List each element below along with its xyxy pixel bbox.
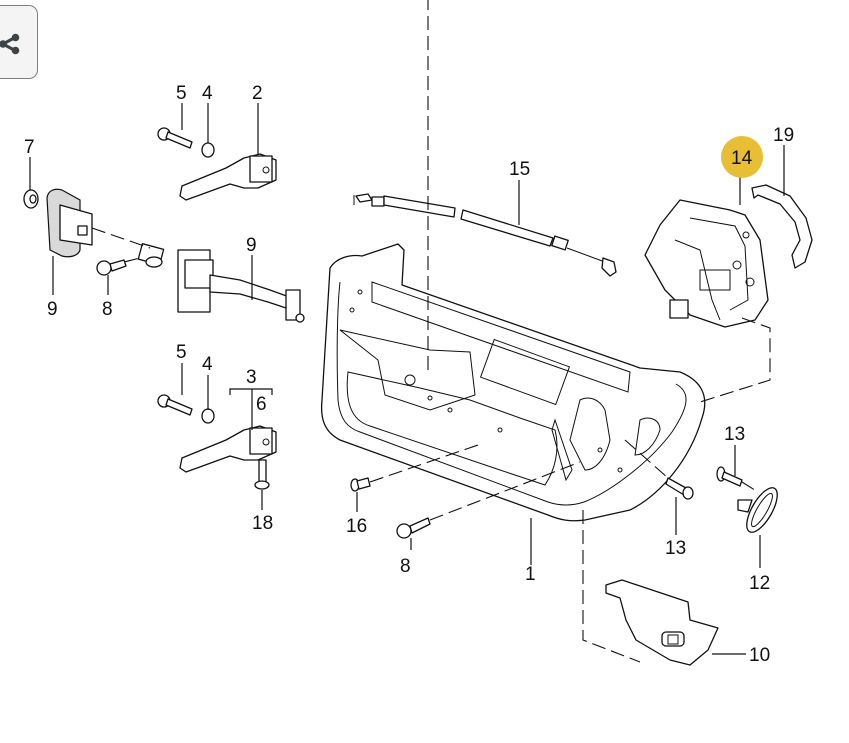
callout-8[interactable]: 8 <box>102 299 113 320</box>
callout-15[interactable]: 13 <box>665 538 686 559</box>
callout-4-lower[interactable]: 4 <box>202 354 213 375</box>
dashed-assembly-lines <box>91 0 771 663</box>
part-bolt-17[interactable] <box>254 459 270 490</box>
part-bolt-11[interactable] <box>396 517 431 539</box>
part-nut-4-upper[interactable] <box>201 142 215 158</box>
callout-16[interactable]: 15 <box>509 159 530 180</box>
part-bolt-5-lower[interactable] <box>157 394 193 416</box>
callout-7[interactable]: 7 <box>24 137 35 158</box>
part-striker[interactable] <box>737 483 783 536</box>
leader-lines <box>29 103 785 655</box>
callout-6[interactable]: 9 <box>246 235 257 256</box>
callout-1[interactable]: 1 <box>525 564 536 585</box>
part-bracket[interactable] <box>605 579 719 666</box>
part-screw-15[interactable] <box>665 477 694 500</box>
callout-18[interactable]: 16 <box>346 516 367 537</box>
part-door-lock[interactable] <box>644 199 769 328</box>
callout-5-lower[interactable]: 5 <box>176 342 187 363</box>
part-check-strap[interactable] <box>137 243 305 323</box>
part-hinge-lower[interactable] <box>179 425 277 473</box>
part-screw-18[interactable] <box>350 477 371 492</box>
part-cable[interactable] <box>353 193 617 277</box>
callout-17[interactable]: 18 <box>252 513 273 534</box>
part-door-shell[interactable] <box>320 243 706 522</box>
part-bolt-5-upper[interactable] <box>157 127 193 149</box>
callout-3[interactable]: 3 <box>246 367 257 388</box>
callout-10[interactable]: 10 <box>749 645 770 666</box>
callout-13[interactable]: 13 <box>724 424 745 445</box>
part-lock-cover[interactable] <box>751 184 813 269</box>
callout-4-upper[interactable]: 4 <box>202 83 213 104</box>
part-rubber-boot[interactable] <box>46 188 93 258</box>
callout-19[interactable]: 19 <box>773 125 794 146</box>
callout-5-upper[interactable]: 5 <box>176 83 187 104</box>
share-icon <box>0 33 20 55</box>
share-button[interactable] <box>0 5 38 79</box>
part-bolt-8[interactable] <box>96 259 127 276</box>
callout-14[interactable]: 14 <box>731 148 753 169</box>
part-screw-13[interactable] <box>716 466 743 487</box>
callout-9[interactable]: 9 <box>47 299 58 320</box>
part-nut-4-lower[interactable] <box>201 408 215 424</box>
callout-14-highlight[interactable] <box>721 136 763 178</box>
callout-12[interactable]: 12 <box>749 573 770 594</box>
part-washer[interactable] <box>23 189 39 209</box>
part-hinge-upper[interactable] <box>179 153 277 201</box>
callouts: 5 4 2 7 9 8 9 15 14 19 5 4 3 6 18 16 8 1… <box>24 83 794 666</box>
callout-2[interactable]: 2 <box>252 83 263 104</box>
callout-11[interactable]: 8 <box>400 556 411 577</box>
callout-5-hinge[interactable]: 6 <box>256 394 267 415</box>
